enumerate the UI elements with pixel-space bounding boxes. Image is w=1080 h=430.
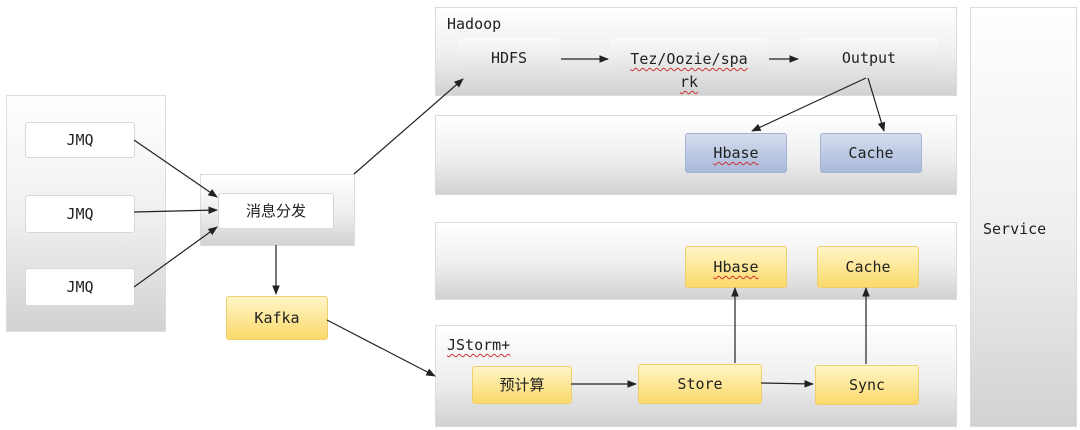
jstorm-label: JStorm+ (447, 336, 510, 354)
hadoop-label: Hadoop (447, 15, 502, 33)
jmq-source-2: JMQ (25, 195, 135, 233)
output-box: Output (800, 38, 938, 78)
jmq-source-3: JMQ (25, 268, 135, 306)
kafka-box: Kafka (226, 296, 328, 340)
processing-label: Tez/Oozie/spa rk (630, 50, 748, 91)
realtime-hbase-box: Hbase (685, 246, 787, 288)
sync-box: Sync (815, 365, 919, 405)
batch-cache-box: Cache (820, 133, 922, 173)
batch-hbase-label: Hbase (713, 144, 759, 162)
precompute-box: 预计算 (472, 366, 572, 404)
store-box: Store (638, 364, 762, 404)
service-panel (970, 7, 1077, 427)
batch-hbase-box: Hbase (685, 133, 787, 173)
processing-box: Tez/Oozie/spa rk (610, 38, 768, 91)
realtime-hbase-label: Hbase (713, 258, 759, 276)
jmq-source-1: JMQ (25, 122, 135, 158)
service-label: Service (983, 220, 1047, 238)
jstorm-label-text: JStorm+ (447, 336, 511, 354)
realtime-cache-box: Cache (817, 246, 919, 288)
message-dispatch-box: 消息分发 (218, 193, 334, 229)
arrow-kafka-jstorm (326, 319, 436, 377)
hdfs-box: HDFS (458, 38, 560, 78)
